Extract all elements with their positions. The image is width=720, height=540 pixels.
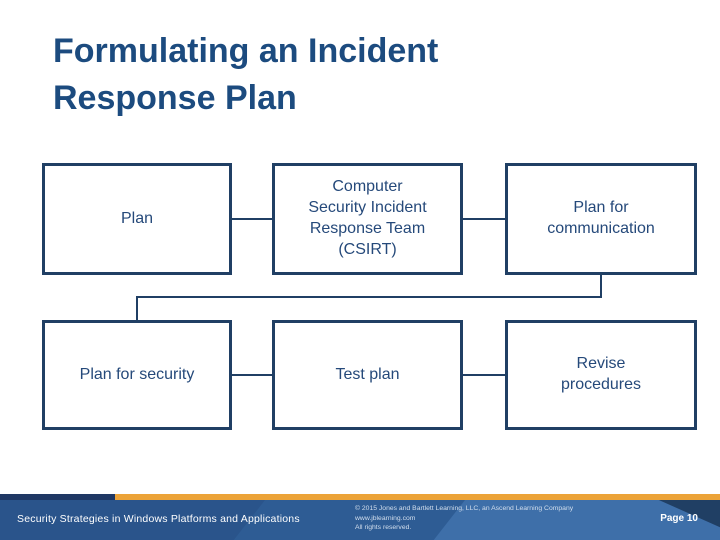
flow-box-label: Computer Security Incident Response Team… — [308, 178, 427, 258]
flow-box-revise-procedures: Revise procedures — [505, 320, 697, 430]
footer-course-title: Security Strategies in Windows Platforms… — [17, 513, 300, 525]
flow-box-plan-for-security: Plan for security — [42, 320, 232, 430]
connector-row2-entry-segment — [136, 297, 138, 320]
connector-plan-security-to-test-plan — [232, 374, 272, 376]
flow-box-plan-for-communication: Plan for communication — [505, 163, 697, 275]
slide-title: Formulating an Incident Response Plan — [53, 32, 439, 117]
flow-box-plan: Plan — [42, 163, 232, 275]
footer-copyright-text: © 2015 Jones and Bartlett Learning, LLC,… — [355, 505, 574, 532]
connector-csirt-to-plan-communication — [463, 218, 505, 220]
footer-page-number: Page 10 — [660, 513, 698, 524]
footer-band — [0, 500, 720, 540]
connector-row1-down-segment — [600, 275, 602, 297]
flow-box-csirt: Computer Security Incident Response Team… — [272, 163, 463, 275]
flow-box-label: Plan for security — [79, 365, 195, 383]
flow-box-label: Plan — [120, 209, 154, 227]
flow-box-test-plan: Test plan — [272, 320, 463, 430]
connector-plan-to-csirt — [232, 218, 272, 220]
footer-accent-orange-strip — [115, 494, 720, 500]
flow-box-label: Plan for communication — [547, 199, 655, 237]
connector-test-plan-to-revise-procedures — [463, 374, 505, 376]
footer-accent-navy-strip — [0, 494, 115, 500]
flow-box-label: Test plan — [335, 365, 400, 383]
connector-row-cross-segment — [136, 296, 602, 298]
flow-box-label: Revise procedures — [560, 355, 642, 393]
